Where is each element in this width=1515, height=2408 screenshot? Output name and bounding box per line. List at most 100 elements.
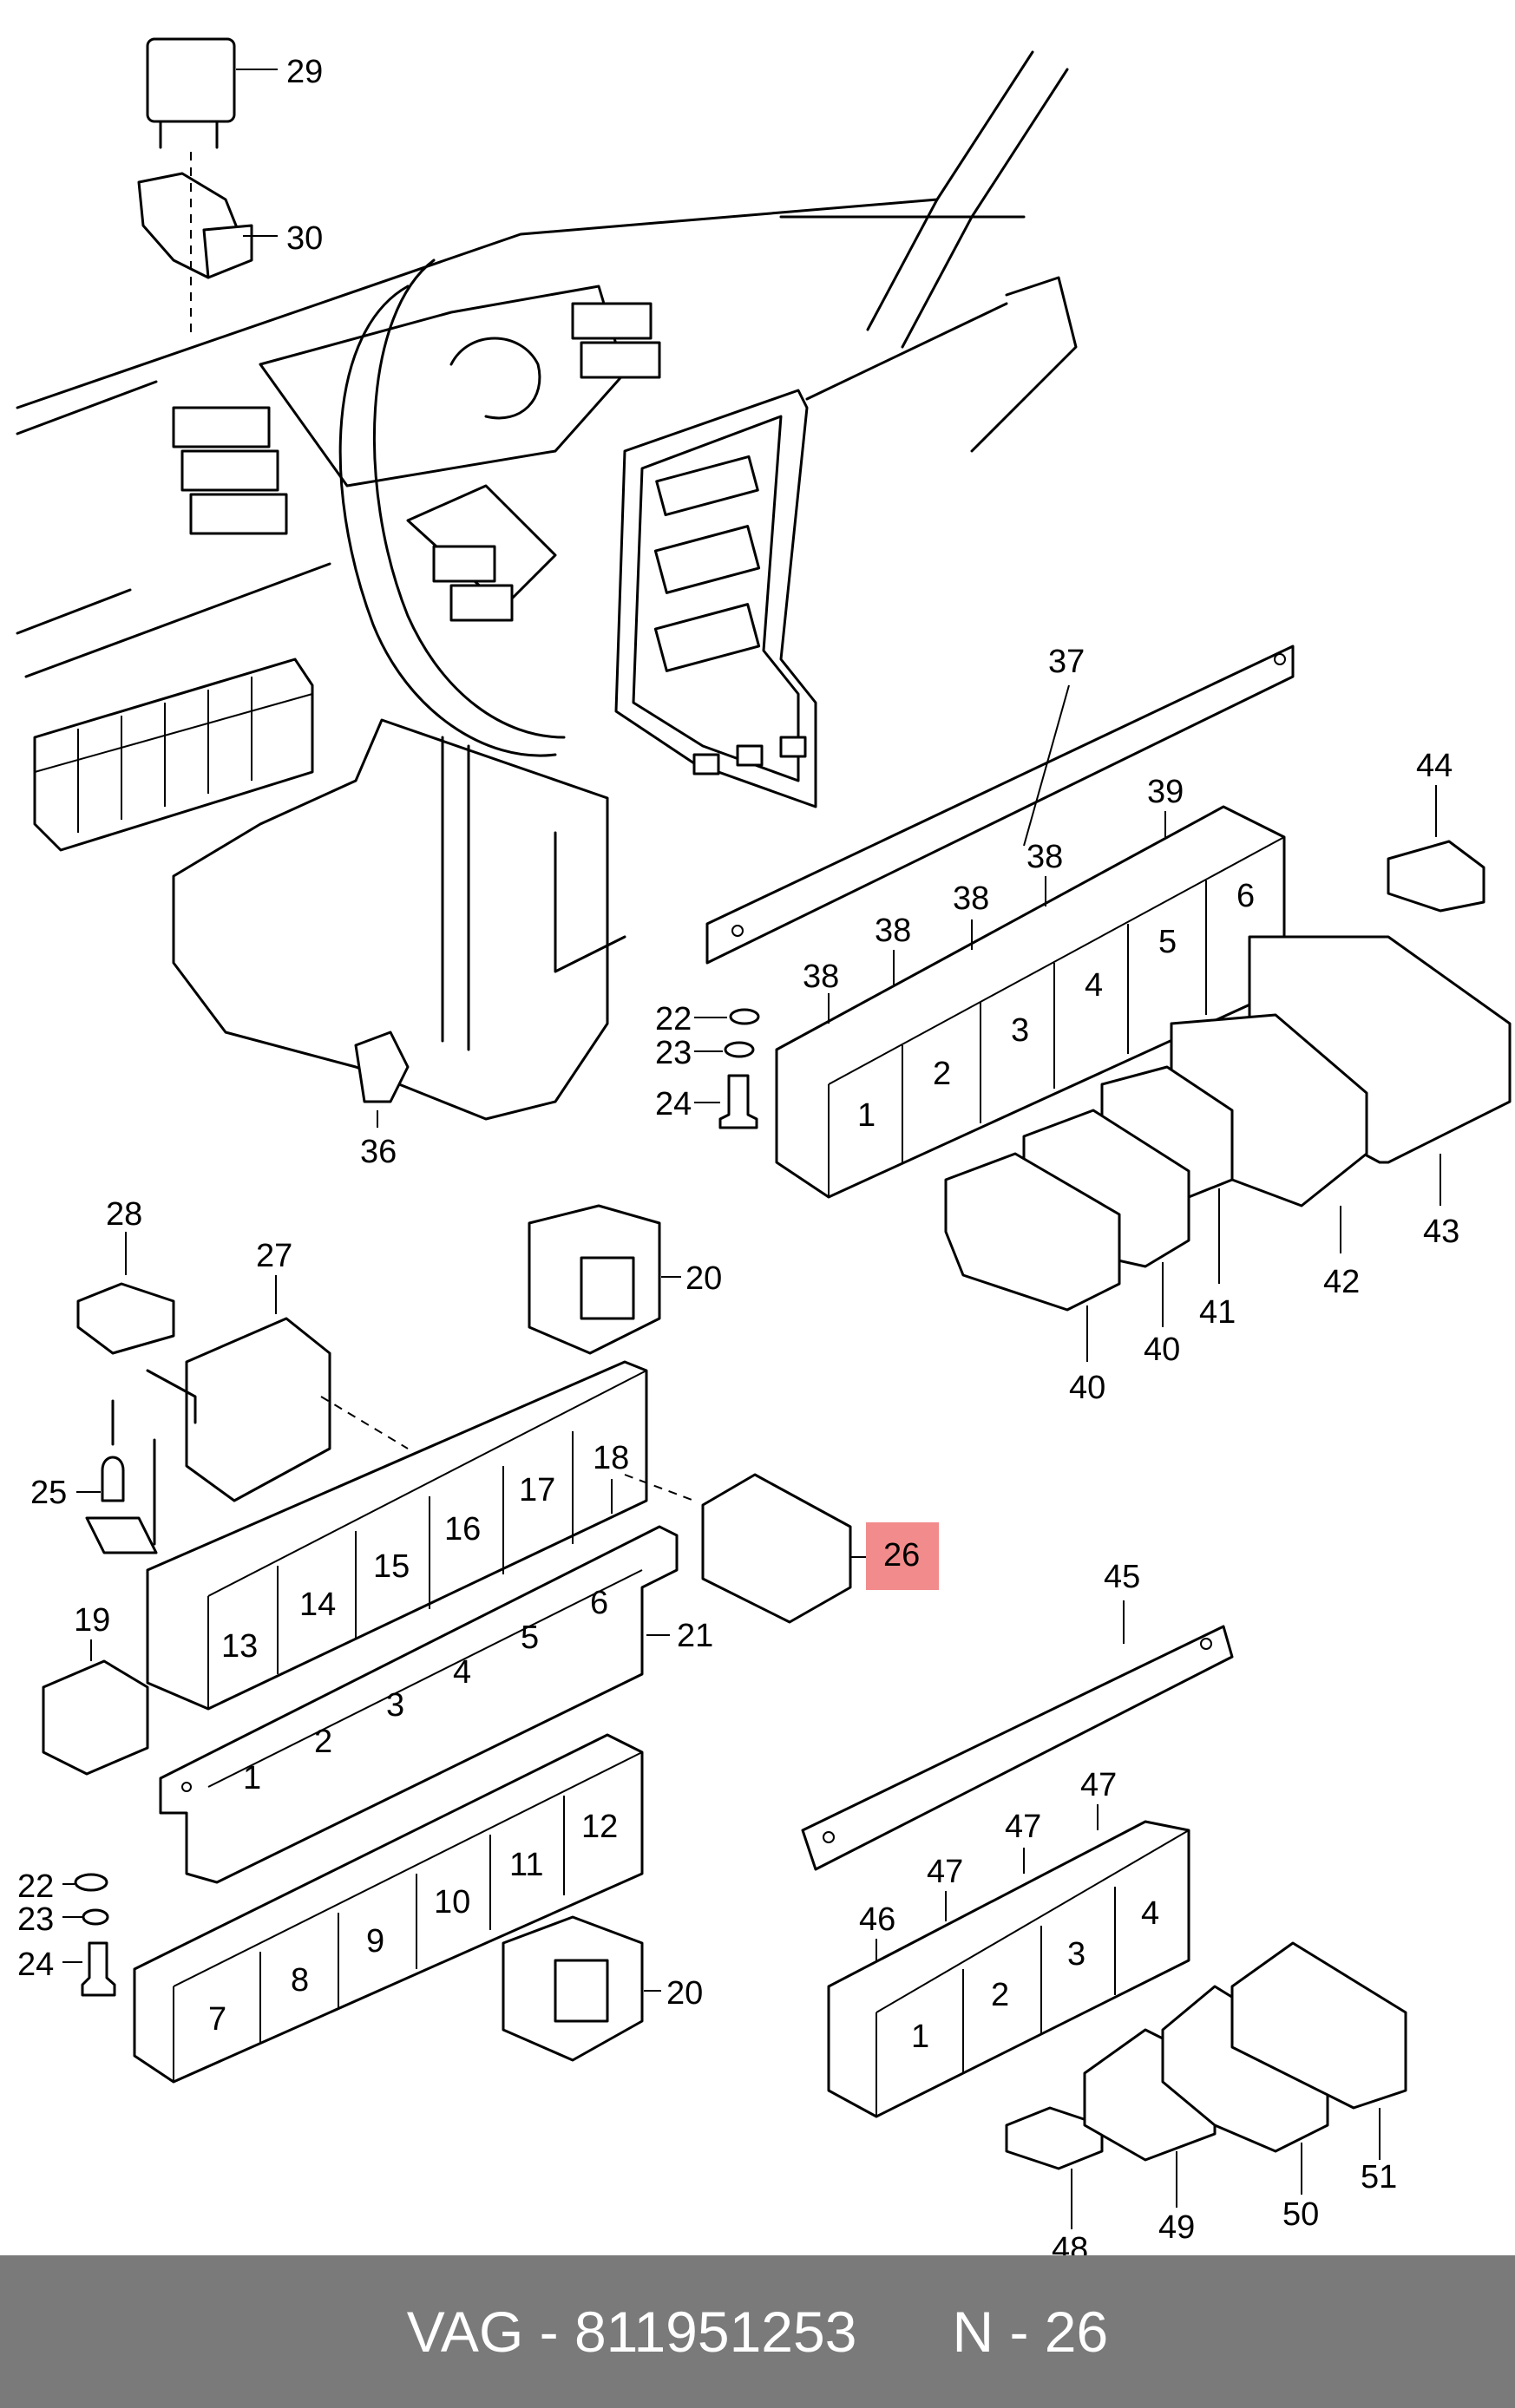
- callout-47[interactable]: 47: [1005, 1809, 1041, 1845]
- callout-43[interactable]: 43: [1423, 1214, 1459, 1250]
- footer-brand: VAG: [406, 2300, 524, 2364]
- callout-45[interactable]: 45: [1104, 1559, 1140, 1595]
- callout-28[interactable]: 28: [106, 1196, 142, 1233]
- relay-51: [1230, 1941, 1407, 2110]
- slot-labels: 1 2 3 4 5 6 13 14 15 16 17 1 2 3 4 5 6 7…: [208, 878, 1255, 2055]
- slot-label: 4: [1141, 1895, 1159, 1932]
- strip-37: [705, 645, 1295, 965]
- footer-position: 26: [1044, 2300, 1109, 2364]
- connector-27: [146, 1317, 331, 1502]
- relay-socket-20-bottom: [502, 1915, 644, 2062]
- callout-37[interactable]: 37: [1048, 644, 1085, 680]
- relay-40-front: [944, 1152, 1121, 1312]
- callout-29[interactable]: 29: [286, 54, 323, 90]
- slot-label: 10: [434, 1884, 470, 1921]
- highlight-box: [866, 1522, 939, 1590]
- callout-39[interactable]: 39: [1147, 774, 1184, 810]
- slot-label: 16: [444, 1511, 481, 1548]
- callout-44[interactable]: 44: [1416, 748, 1453, 784]
- slot-label: 3: [386, 1687, 404, 1724]
- part-19: [42, 1659, 149, 1776]
- callout-22[interactable]: 22: [17, 1868, 54, 1905]
- slot-label: 17: [519, 1472, 555, 1508]
- callout-26-highlighted[interactable]: 26: [883, 1537, 920, 1574]
- relay-socket-20-top: [528, 1204, 661, 1355]
- slot-label: 7: [208, 2001, 226, 2038]
- callout-50[interactable]: 50: [1282, 2196, 1319, 2233]
- slot-label: 1: [243, 1760, 261, 1796]
- callout-24[interactable]: 24: [17, 1947, 54, 1983]
- parts-diagram: 29 30 37 44 39 38 38 38 38 22 23 24 36 4…: [16, 37, 1512, 2255]
- strip-45: [801, 1625, 1234, 1871]
- callout-40[interactable]: 40: [1144, 1332, 1180, 1368]
- slot-label: 1: [857, 1097, 876, 1134]
- callout-27[interactable]: 27: [256, 1238, 292, 1274]
- washer-22-top: [729, 1008, 760, 1025]
- slot-label: 8: [291, 1962, 309, 1999]
- callout-labels: 29 30 37 44 39 38 38 38 38 22 23 24 36 4…: [17, 54, 1459, 2255]
- slot-label: 3: [1011, 1012, 1029, 1049]
- washer-23-top: [724, 1041, 755, 1058]
- slot-label: 12: [581, 1809, 618, 1845]
- slot-label: 3: [1067, 1936, 1085, 1973]
- callout-23[interactable]: 23: [655, 1035, 692, 1071]
- footer-gap: [856, 2299, 952, 2365]
- callout-25[interactable]: 25: [30, 1475, 67, 1511]
- slot-label: 6: [1236, 878, 1255, 914]
- bulb-25: [85, 1399, 158, 1554]
- slot-label: 9: [366, 1923, 384, 1960]
- slot-label: 4: [1085, 967, 1103, 1004]
- callout-21[interactable]: 21: [677, 1618, 713, 1654]
- callout-41[interactable]: 41: [1199, 1294, 1236, 1331]
- relay-29: [146, 37, 236, 149]
- callout-23[interactable]: 23: [17, 1901, 54, 1938]
- relay-carrier-46: [827, 1820, 1190, 2118]
- slot-label: 6: [590, 1585, 608, 1621]
- callout-38[interactable]: 38: [1026, 839, 1063, 875]
- bracket-30: [137, 172, 253, 279]
- slot-label: 1: [911, 2019, 929, 2055]
- callout-38[interactable]: 38: [953, 880, 989, 917]
- callout-48[interactable]: 48: [1052, 2231, 1088, 2255]
- callout-38[interactable]: 38: [875, 913, 911, 949]
- footer-bar: VAG - 811951253 N - 26: [0, 2255, 1515, 2408]
- callout-20[interactable]: 20: [666, 1975, 703, 2012]
- callout-42[interactable]: 42: [1323, 1264, 1360, 1300]
- slot-label: 5: [1158, 924, 1177, 960]
- part-48: [1005, 2106, 1104, 2170]
- callout-36[interactable]: 36: [360, 1134, 397, 1170]
- callout-38[interactable]: 38: [803, 959, 839, 995]
- slot-label: 2: [314, 1724, 332, 1760]
- callout-18[interactable]: 18: [593, 1440, 629, 1476]
- callout-24[interactable]: 24: [655, 1086, 692, 1122]
- relay-carrier-18: [146, 1360, 648, 1711]
- slot-label: 4: [453, 1654, 471, 1691]
- callout-19[interactable]: 19: [74, 1602, 110, 1639]
- washer-22-lower: [74, 1873, 108, 1892]
- slot-label: 2: [991, 1977, 1009, 2013]
- callout-30[interactable]: 30: [286, 220, 323, 257]
- slot-label: 5: [521, 1620, 539, 1656]
- callout-40[interactable]: 40: [1069, 1370, 1105, 1406]
- carrier-21: [159, 1525, 679, 1884]
- footer-sep2: -: [994, 2300, 1045, 2364]
- footer-position-prefix: N: [952, 2300, 994, 2364]
- callout-20[interactable]: 20: [685, 1260, 722, 1297]
- slot-label: 15: [373, 1548, 410, 1585]
- part-28: [76, 1282, 175, 1355]
- callout-22[interactable]: 22: [655, 1001, 692, 1037]
- relay-44: [1387, 840, 1485, 913]
- slot-label: 14: [299, 1587, 336, 1623]
- relay-carrier-7-12: [133, 1733, 644, 2084]
- callout-51[interactable]: 51: [1361, 2159, 1397, 2195]
- callout-49[interactable]: 49: [1158, 2209, 1195, 2246]
- screw-24-top: [718, 1074, 758, 1129]
- slot-label: 11: [509, 1847, 543, 1883]
- leader-lines: [62, 69, 1441, 2229]
- slot-label: 13: [221, 1628, 258, 1665]
- footer-part-number: 811951253: [574, 2300, 857, 2364]
- callout-46[interactable]: 46: [859, 1901, 895, 1938]
- relay-26: [701, 1473, 852, 1624]
- callout-47[interactable]: 47: [927, 1854, 963, 1890]
- callout-47[interactable]: 47: [1080, 1767, 1117, 1803]
